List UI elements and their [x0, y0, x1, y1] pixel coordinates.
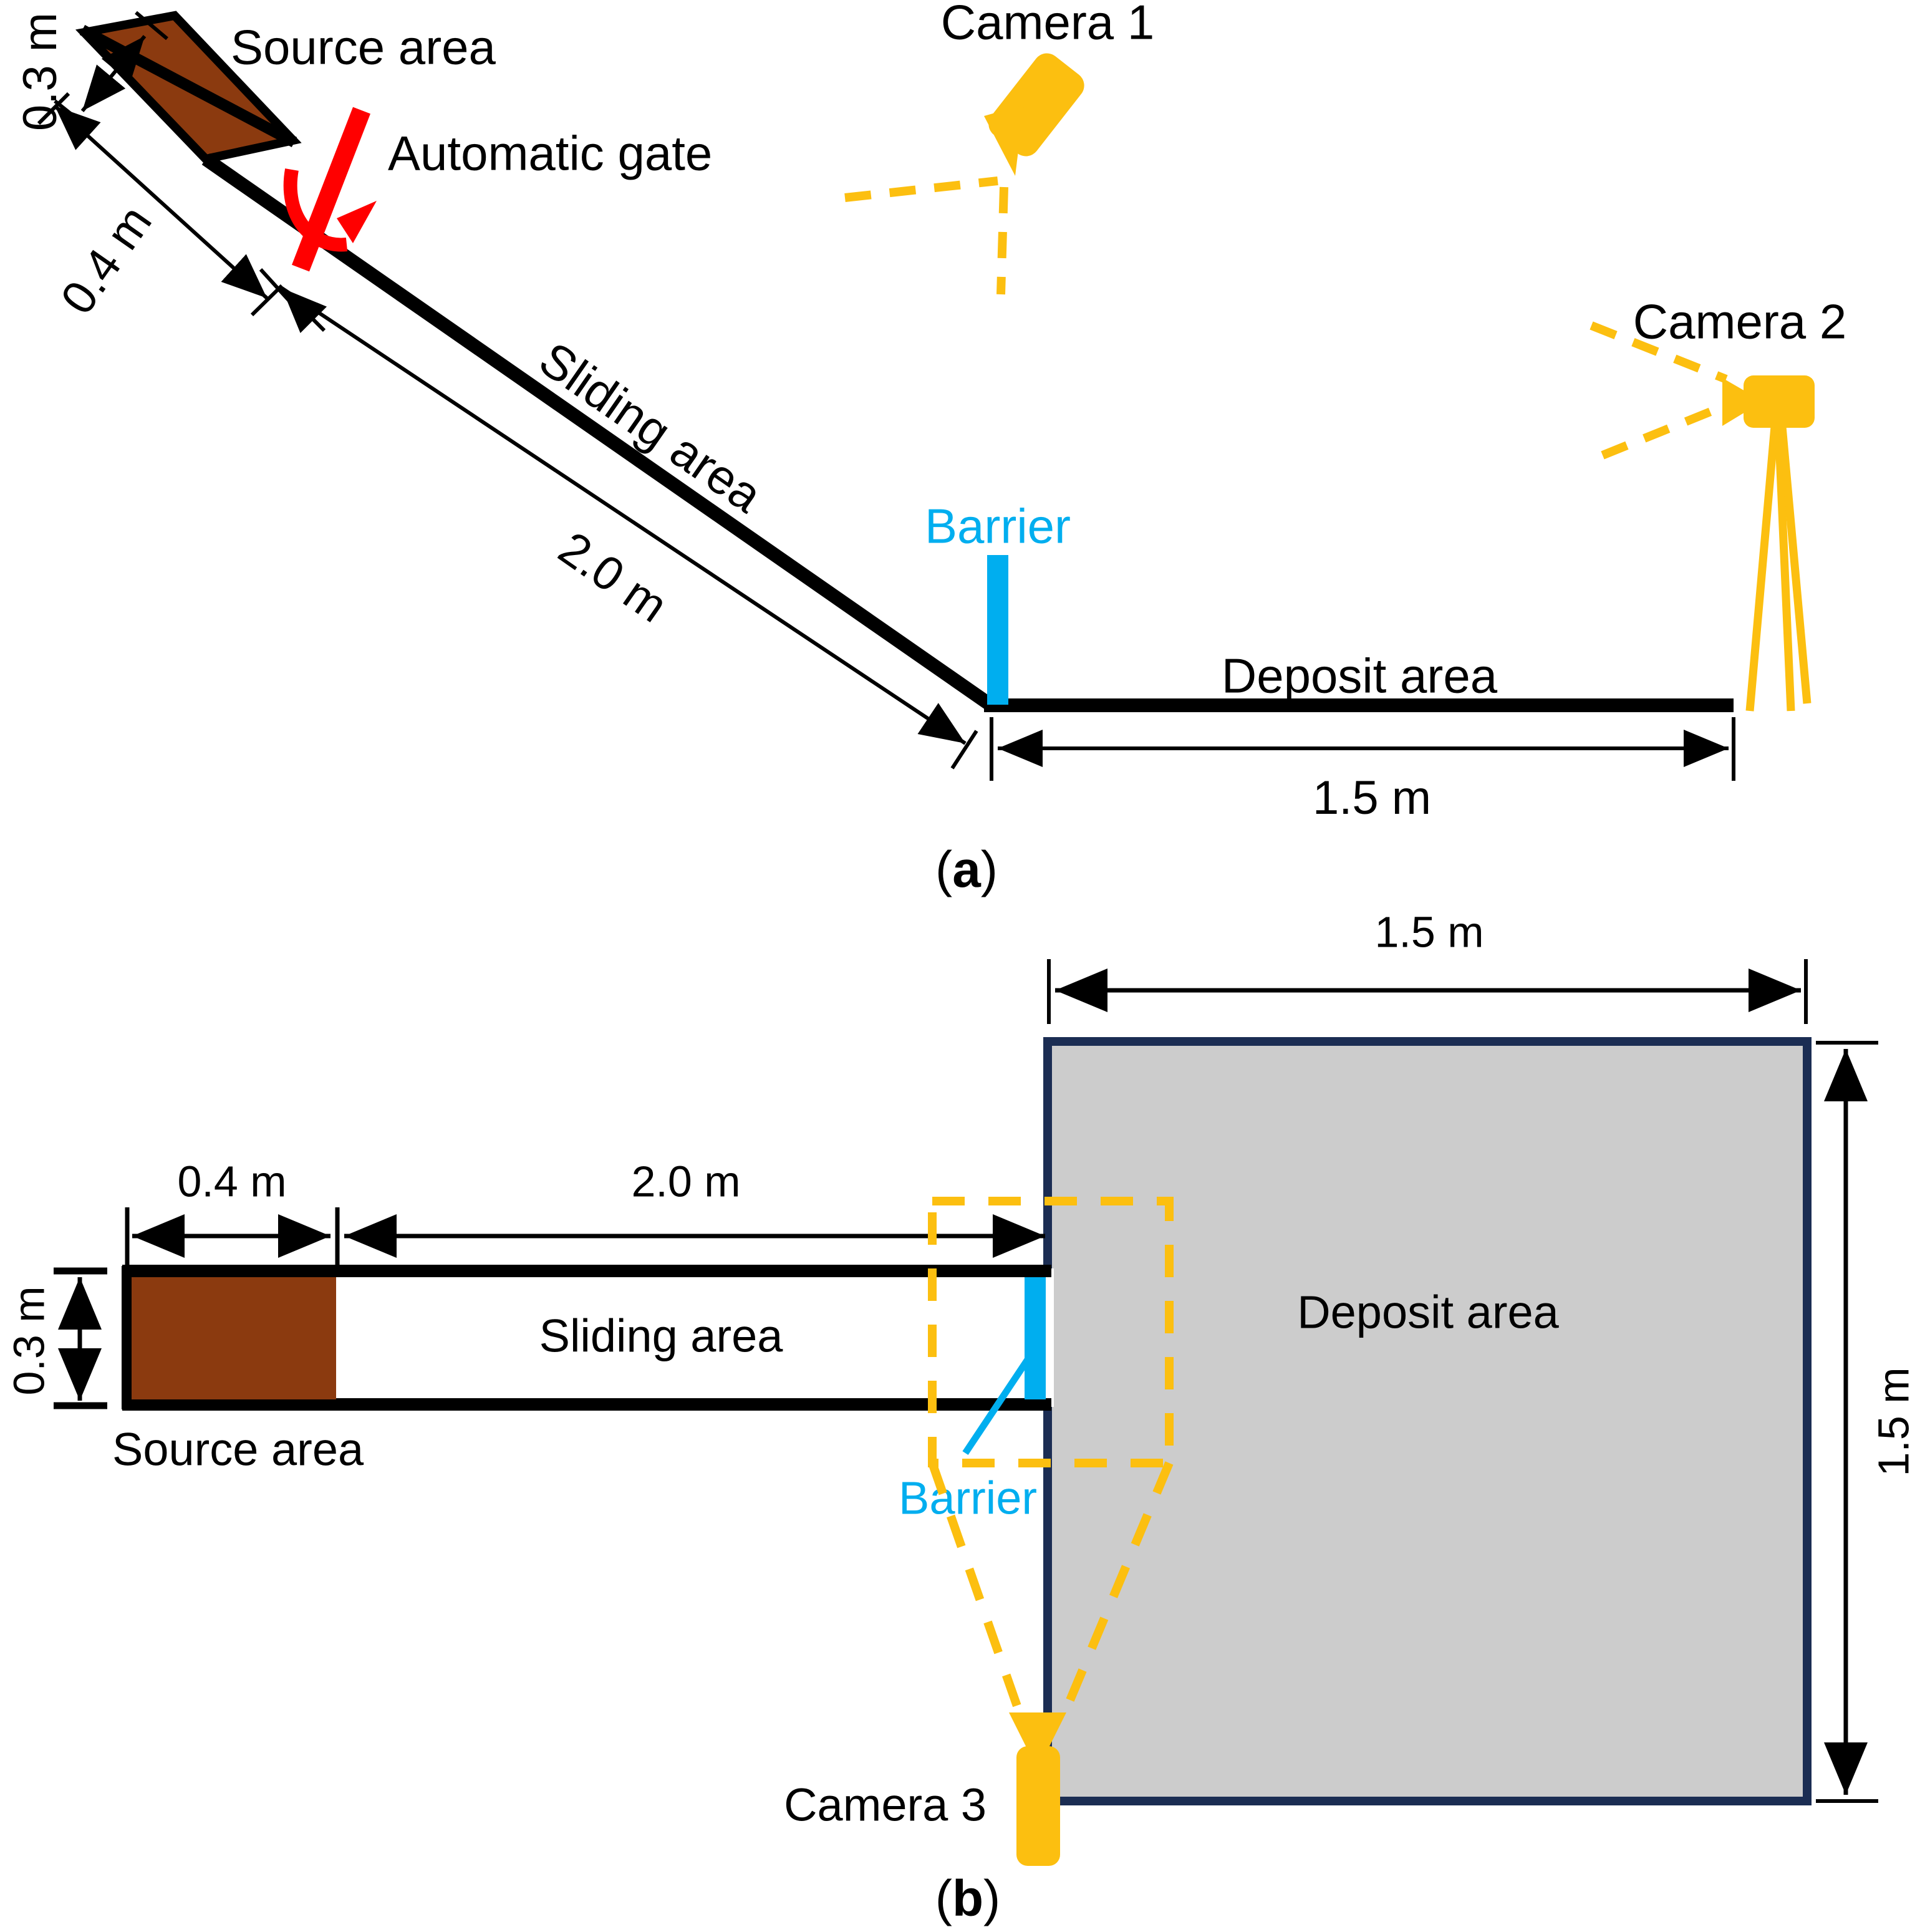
dimension-deposit-width-b: 1.5 m: [1047, 907, 1808, 1024]
dimension-channel-width-b: 0.3 m: [4, 1267, 107, 1409]
panel-a-letter: a: [952, 841, 982, 898]
sliding-area-group-a: [201, 153, 993, 770]
panel-b-caption: (b): [935, 1870, 1001, 1927]
source-area-label-a: Source area: [231, 20, 496, 75]
panel-a-caption: (a): [935, 841, 998, 898]
camera-3-label: Camera 3: [784, 1779, 987, 1831]
camera-3-lens: [1009, 1712, 1066, 1750]
camera-3-ray-left: [928, 1461, 1025, 1717]
automatic-gate-arrowhead-a: [337, 201, 377, 243]
barrier-group-b: Barrier: [899, 1277, 1046, 1524]
camera-2-tripod-leg-left: [1745, 426, 1779, 712]
camera-1-ray-horizontal: [844, 176, 998, 202]
dim-0p3-label-a: 0.3 m: [14, 12, 67, 131]
dimension-source-width-b: 0.4 m: [125, 1157, 340, 1266]
automatic-gate-group-a: Automatic gate: [283, 107, 712, 272]
camera-1-lens: [984, 105, 1024, 176]
dim-0p3-tick-top-a: [135, 11, 168, 41]
dim-0p4-label-a: 0.4 m: [51, 196, 162, 324]
slope-dimension-line-a: [281, 286, 967, 745]
camera-3-fov-rect: [928, 1197, 1174, 1467]
sliding-area-label-b: Sliding area: [539, 1310, 784, 1362]
barrier-bar-a: [987, 555, 1008, 705]
dim-1p5-right-label-b: 1.5 m: [1869, 1367, 1918, 1476]
camera-3-ray-right: [1059, 1461, 1174, 1717]
dimension-sliding-length-b: 2.0 m: [344, 1157, 1045, 1258]
slope-dim-tick-lower-a: [950, 730, 978, 770]
camera-2-tripod-leg-right: [1778, 426, 1812, 704]
barrier-group-a: Barrier: [925, 499, 1071, 705]
barrier-bar-b: [1025, 1277, 1046, 1399]
deposit-area-label-a: Deposit area: [1222, 649, 1498, 703]
dimension-deposit-length-a: 1.5 m: [990, 717, 1735, 824]
dim-0p4-tick-left-a: [37, 92, 70, 125]
camera-2-ray-lower: [1601, 401, 1728, 460]
deposit-area-label-b: Deposit area: [1297, 1287, 1559, 1338]
camera-1-sight-ray-left: [845, 70, 1002, 649]
camera-2-label: Camera 2: [1633, 294, 1846, 349]
dim-2p0-label-b: 2.0 m: [631, 1157, 740, 1205]
dim-0p4-tick-right-a: [250, 284, 284, 317]
dim-1p5-top-label-b: 1.5 m: [1374, 907, 1484, 956]
camera-1-ray-vertical: [996, 186, 1008, 295]
camera-1-group: Camera 1: [844, 0, 1154, 649]
panel-b-letter: b: [952, 1870, 983, 1927]
camera-2-ray-upper: [1590, 321, 1728, 384]
automatic-gate-rotation-arrow-a: [283, 168, 348, 252]
dim-0p3-line-a: [80, 35, 147, 112]
barrier-label-b: Barrier: [899, 1472, 1037, 1524]
barrier-label-a: Barrier: [925, 499, 1071, 554]
barrier-leader-line-b: [962, 1357, 1031, 1456]
dim-1p5-label-a: 1.5 m: [1313, 771, 1431, 824]
source-area-label-b: Source area: [112, 1424, 364, 1476]
dimension-deposit-depth-b: 1.5 m: [1816, 1041, 1918, 1803]
camera-1-label: Camera 1: [941, 0, 1154, 50]
camera-3-fov-group: Camera 3: [784, 1197, 1174, 1866]
deposit-area-box-b: [1043, 1037, 1812, 1805]
camera-2-group: Camera 2: [1590, 294, 1846, 712]
dim-0p3-label-b: 0.3 m: [4, 1286, 53, 1395]
automatic-gate-label-a: Automatic gate: [388, 126, 712, 181]
panel-a-side-view: 0.3 m 0.4 m Source area Automatic gate S…: [14, 0, 1846, 898]
panel-b-plan-view: Deposit area 1.5 m 1.5 m Sliding area So…: [4, 907, 1918, 1926]
dim-0p4-line-a: [53, 104, 269, 300]
source-area-fill-b: [132, 1277, 336, 1399]
flume-channel-b: Sliding area Source area: [112, 1265, 1054, 1476]
camera-2-tripod-leg-center: [1774, 426, 1795, 712]
slope-dim-arrow-upper-a: [280, 286, 327, 334]
camera-2-body: [1744, 375, 1815, 428]
camera-2-lens: [1722, 378, 1746, 426]
sliding-area-label-a: Sliding area: [529, 331, 772, 523]
dim-0p4-label-b: 0.4 m: [177, 1157, 286, 1205]
camera-3-body: [1016, 1746, 1060, 1866]
